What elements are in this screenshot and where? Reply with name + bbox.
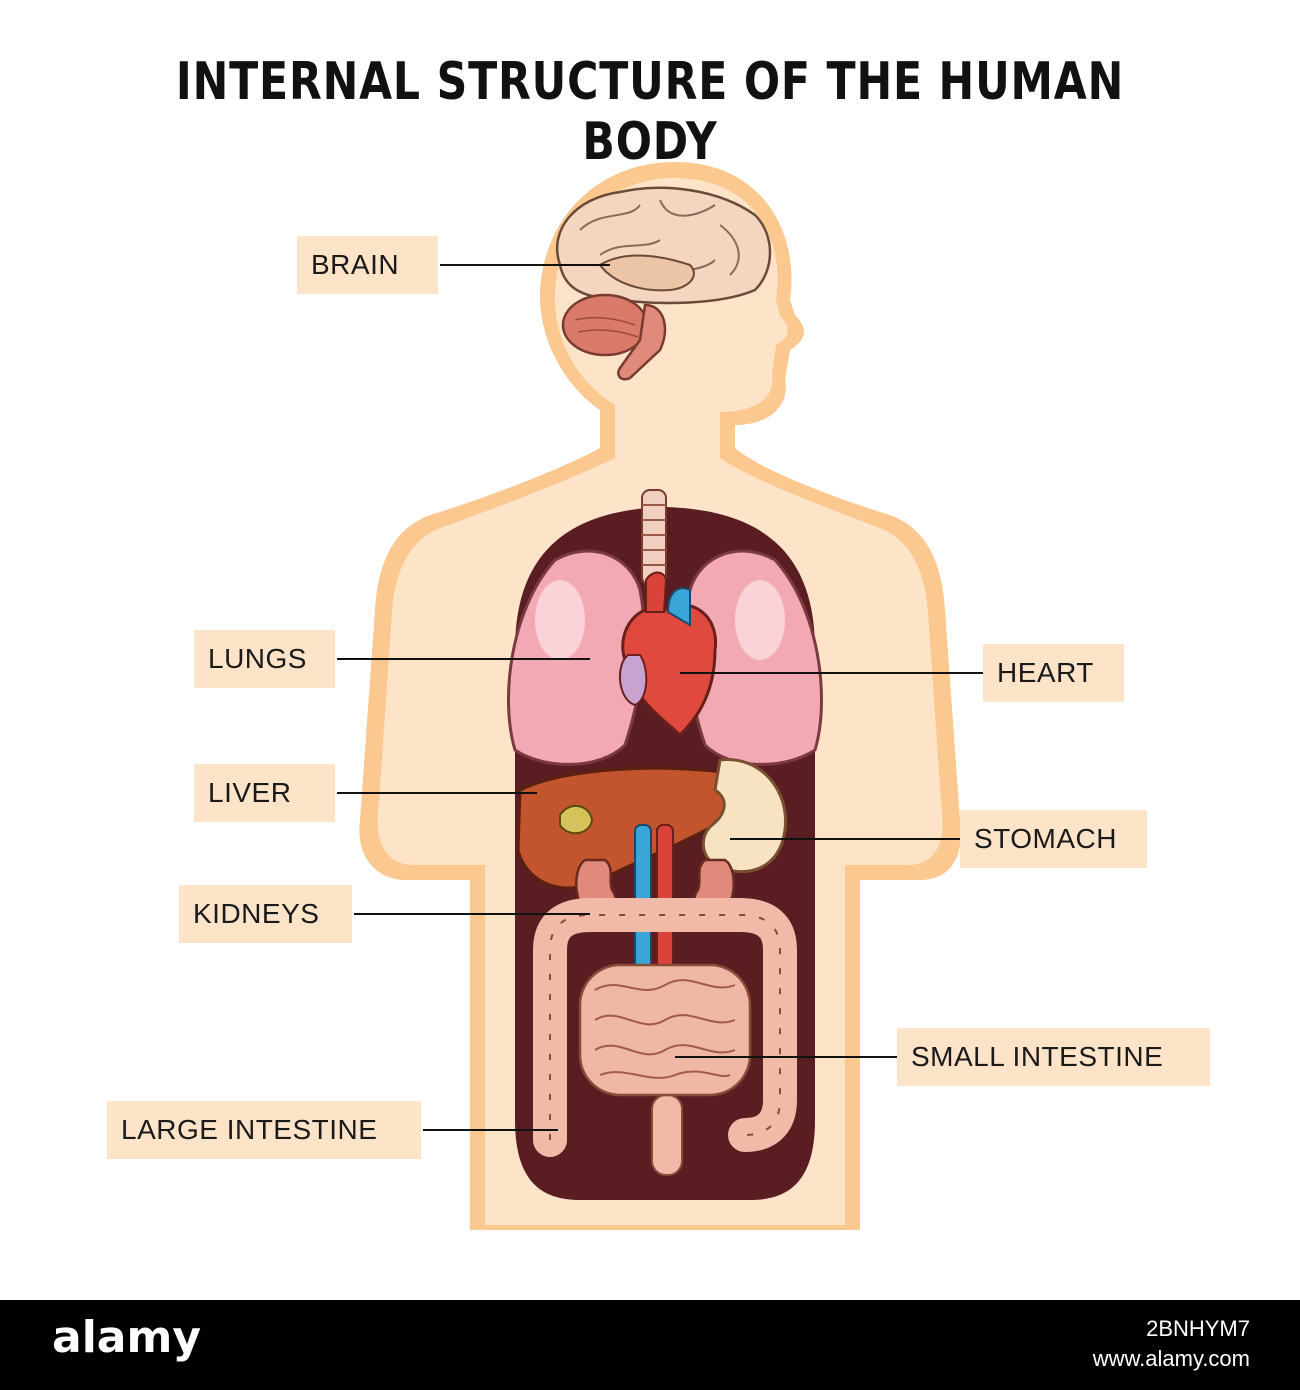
label-small-intestine: SMALL INTESTINE — [897, 1028, 1210, 1086]
label-stomach: STOMACH — [960, 810, 1147, 868]
lungs-icon — [507, 549, 823, 766]
leader-small-intestine — [675, 1056, 897, 1058]
footer-image-id: 2BNHYM7 www.alamy.com — [1093, 1314, 1250, 1374]
small-intestine-icon — [578, 963, 752, 1097]
label-liver: LIVER — [194, 764, 335, 822]
leader-lungs — [337, 658, 590, 660]
label-brain: BRAIN — [297, 236, 438, 294]
leader-heart — [680, 672, 983, 674]
footer-image-id-text: 2BNHYM7 — [1146, 1316, 1250, 1341]
leader-large-intestine — [423, 1129, 558, 1131]
footer-logo: alamy — [52, 1312, 201, 1363]
brain-icon — [555, 186, 772, 381]
leader-stomach — [730, 838, 960, 840]
footer-bar: alamy 2BNHYM7 www.alamy.com — [0, 1300, 1300, 1390]
trachea-icon — [641, 489, 667, 586]
label-heart: HEART — [983, 644, 1124, 702]
leader-brain — [440, 264, 610, 266]
leader-kidneys — [354, 913, 590, 915]
label-kidneys: KIDNEYS — [179, 885, 352, 943]
footer-site-text: www.alamy.com — [1092, 1346, 1250, 1371]
leader-liver — [337, 792, 537, 794]
body-figure — [359, 162, 961, 1230]
page-title: INTERNAL STRUCTURE OF THE HUMAN BODY — [175, 52, 1125, 172]
heart-icon — [618, 571, 718, 738]
label-lungs: LUNGS — [194, 630, 335, 688]
label-large-intestine: LARGE INTESTINE — [107, 1101, 421, 1159]
